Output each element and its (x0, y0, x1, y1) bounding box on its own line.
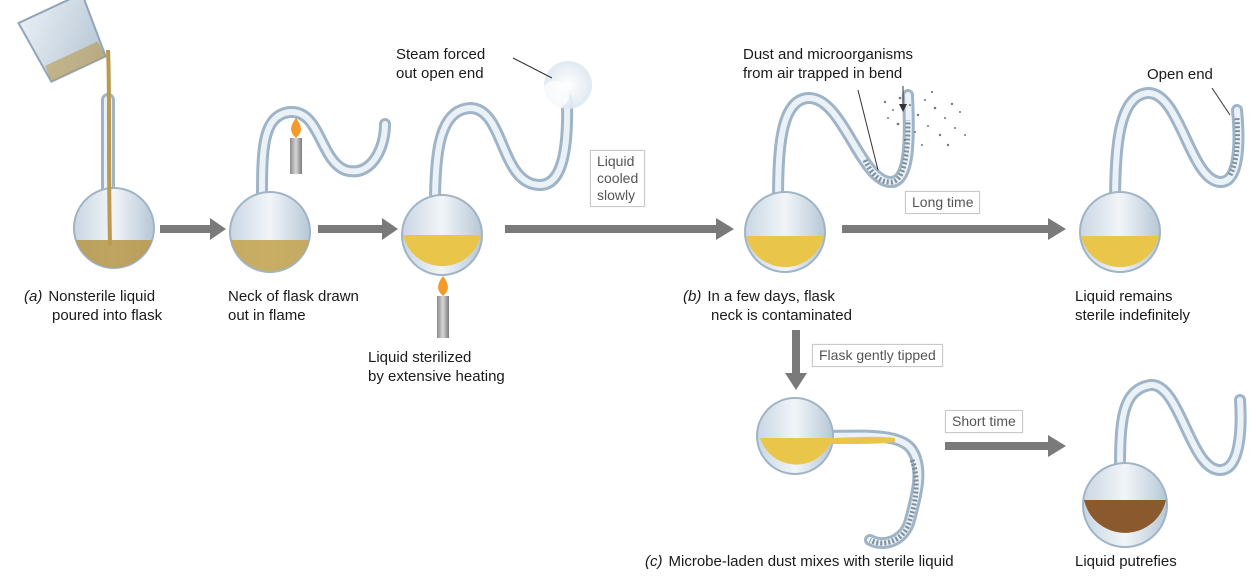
airborne-dust-particles (883, 90, 966, 147)
flask-2 (229, 106, 391, 273)
arrow-5 (945, 435, 1066, 457)
label-a-nonsterile: (a)Nonsterile liquid poured into flask (24, 288, 163, 324)
flask-7 (1082, 379, 1247, 548)
label-putrefies: Liquid putrefies (1075, 553, 1177, 570)
steam-cloud (541, 61, 592, 109)
arrow-2 (318, 218, 398, 240)
arrow-4 (842, 218, 1066, 240)
tag-liquid-cooled-slowly: Liquid cooled slowly (590, 150, 646, 207)
label-b-contaminated: (b)In a few days, flask neck is contamin… (683, 288, 852, 324)
label-neck-drawn: Neck of flask drawn out in flame (228, 288, 359, 324)
label-remains-sterile: Liquid remains sterile indefinitely (1075, 288, 1191, 324)
flask-4 (744, 89, 915, 273)
bunsen-burner-2 (437, 276, 449, 338)
flask-6-tipped (756, 397, 925, 550)
label-dust: Dust and microorganisms from air trapped… (743, 46, 914, 82)
label-c-mixes: (c)Microbe-laden dust mixes with sterile… (645, 553, 954, 570)
pouring-beaker (17, 0, 107, 83)
tag-flask-gently-tipped: Flask gently tipped (812, 344, 943, 367)
flask-1 (73, 49, 155, 269)
part-b-marker: (b) (683, 288, 702, 305)
tag-long-time: Long time (905, 191, 981, 214)
arrow-1 (160, 218, 226, 240)
dust-arrow-head (899, 104, 907, 112)
steam-leader-line (512, 57, 553, 79)
part-c-marker: (c) (645, 553, 663, 570)
tag-short-time: Short time (945, 410, 1023, 433)
label-sterilized: Liquid sterilized by extensive heating (368, 349, 505, 385)
flask-5 (1079, 86, 1245, 273)
arrow-down (785, 330, 807, 390)
open-end-leader-line (1211, 87, 1231, 116)
label-steam: Steam forced out open end (396, 46, 486, 82)
part-a-marker: (a) (24, 288, 43, 305)
arrow-3 (505, 218, 734, 240)
label-open-end: Open end (1147, 66, 1213, 83)
dust-leader-line (857, 89, 879, 171)
bunsen-burner-1 (290, 118, 302, 174)
flask-3 (401, 94, 574, 276)
